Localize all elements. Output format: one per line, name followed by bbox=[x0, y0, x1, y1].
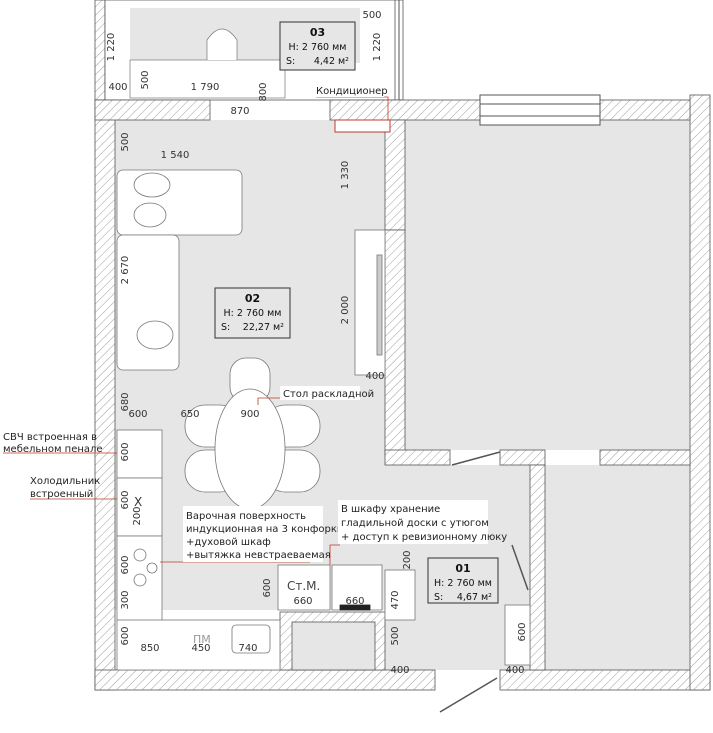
room-number: 03 bbox=[310, 26, 325, 39]
dimension-label: 1 220 bbox=[372, 33, 383, 62]
room-number: 01 bbox=[455, 562, 470, 575]
dimension-label: 740 bbox=[238, 643, 257, 654]
fridge bbox=[116, 477, 163, 537]
dimension-label: 400 bbox=[505, 665, 524, 676]
room-number: 02 bbox=[245, 292, 260, 305]
chair-icon bbox=[206, 28, 238, 60]
furniture bbox=[116, 169, 531, 671]
table-note: Стол раскладной bbox=[283, 389, 374, 400]
microwave-note-1: СВЧ встроенная в bbox=[3, 432, 97, 443]
room-height: H: 2 760 мм bbox=[224, 308, 282, 319]
dimension-label: 650 bbox=[180, 409, 199, 420]
dimension-label: 400 bbox=[108, 82, 127, 93]
dining-table bbox=[214, 388, 286, 510]
dimension-label: 600 bbox=[120, 490, 131, 509]
dimension-label: 870 bbox=[230, 106, 249, 117]
cooktop-note-1: Варочная поверхность bbox=[186, 511, 306, 522]
dimension-label: 1 540 bbox=[161, 150, 190, 161]
dimension-label: 300 bbox=[120, 590, 131, 609]
dimension-label: 500 bbox=[140, 70, 151, 89]
fridge-note-2: встроенный bbox=[30, 489, 93, 500]
dimension-label: 800 bbox=[258, 82, 269, 101]
room-area-label: S: bbox=[221, 322, 230, 333]
dimension-label: 500 bbox=[362, 10, 381, 21]
fridge-note-1: Холодильник bbox=[30, 476, 100, 487]
closet-note-3: + доступ к ревизионному люку bbox=[341, 532, 507, 543]
microwave-note-2: мебельном пенале bbox=[3, 444, 103, 455]
cushion bbox=[133, 172, 171, 198]
cooktop-note-3: +духовой шкаф bbox=[186, 537, 271, 548]
dimension-label: 400 bbox=[390, 665, 409, 676]
doors bbox=[439, 451, 529, 713]
washer-label: Ст.М. bbox=[287, 579, 320, 593]
dimension-label: 200 bbox=[132, 506, 143, 525]
dimension-label: 850 bbox=[140, 643, 159, 654]
washing-machine bbox=[277, 564, 331, 611]
dimension-label: 660 bbox=[293, 596, 312, 607]
dishwasher-label: ПМ bbox=[193, 633, 211, 646]
dimension-label: 600 bbox=[517, 622, 528, 641]
dimension-label: 470 bbox=[390, 590, 401, 609]
room-area: 4,67 м² bbox=[457, 592, 492, 603]
sofa bbox=[116, 234, 180, 371]
air-conditioner bbox=[334, 119, 391, 133]
dimension-label: 1 330 bbox=[340, 161, 351, 190]
shaft bbox=[291, 621, 376, 671]
window bbox=[479, 94, 601, 126]
room-height: H: 2 760 мм bbox=[289, 42, 347, 53]
dimension-label: 1 220 bbox=[106, 33, 117, 62]
dimension-label: 400 bbox=[365, 371, 384, 382]
dimension-label: 660 bbox=[345, 596, 364, 607]
cooktop-note-2: индукционная на 3 конфорки bbox=[186, 524, 343, 535]
room-area: 22,27 м² bbox=[243, 322, 284, 333]
microwave-cabinet bbox=[116, 429, 163, 479]
sink bbox=[231, 624, 271, 654]
dimension-label: 2 000 bbox=[340, 296, 351, 325]
dimension-label: 200 bbox=[402, 550, 413, 569]
dimension-label: 1 790 bbox=[191, 82, 220, 93]
dimension-label: 600 bbox=[120, 555, 131, 574]
closet-note-1: В шкафу хранение bbox=[341, 504, 440, 515]
room-label-02: 02 H: 2 760 мм S: 22,27 м² bbox=[214, 287, 291, 339]
room-height: H: 2 760 мм bbox=[434, 578, 492, 589]
room-area-label: S: bbox=[434, 592, 443, 603]
dimension-label: 600 bbox=[128, 409, 147, 420]
dimension-label: 900 bbox=[240, 409, 259, 420]
ac-note: Кондиционер bbox=[316, 86, 388, 97]
small-room-floor bbox=[545, 465, 690, 670]
dimension-label: 600 bbox=[120, 626, 131, 645]
dimension-label: 600 bbox=[120, 442, 131, 461]
room-label-03: 03 H: 2 760 мм S: 4,42 м² bbox=[279, 21, 356, 71]
room-area-label: S: bbox=[286, 56, 295, 67]
dimension-label: 600 bbox=[262, 578, 273, 597]
dimension-label: 500 bbox=[390, 626, 401, 645]
dimension-label: 680 bbox=[120, 392, 131, 411]
room-label-01: 01 H: 2 760 мм S: 4,67 м² bbox=[427, 557, 499, 604]
dimension-label: 2 670 bbox=[120, 256, 131, 285]
walls bbox=[94, 94, 711, 691]
dimension-label: 450 bbox=[191, 643, 210, 654]
x-mark: X bbox=[134, 495, 142, 509]
room-area: 4,42 м² bbox=[314, 56, 349, 67]
dimensions: 500 1 220 1 220 400 500 1 790 800 870 500 1 540 1 … bbox=[106, 10, 528, 676]
cooktop-note-4: +вытяжка невстраеваемая bbox=[186, 550, 331, 561]
dimension-label: 500 bbox=[120, 132, 131, 151]
annotations: Кондиционер Стол раскладной СВЧ встроенн… bbox=[3, 83, 507, 646]
closet-note-2: гладильной доски с утюгом bbox=[341, 518, 489, 529]
bedroom-floor bbox=[405, 120, 690, 450]
